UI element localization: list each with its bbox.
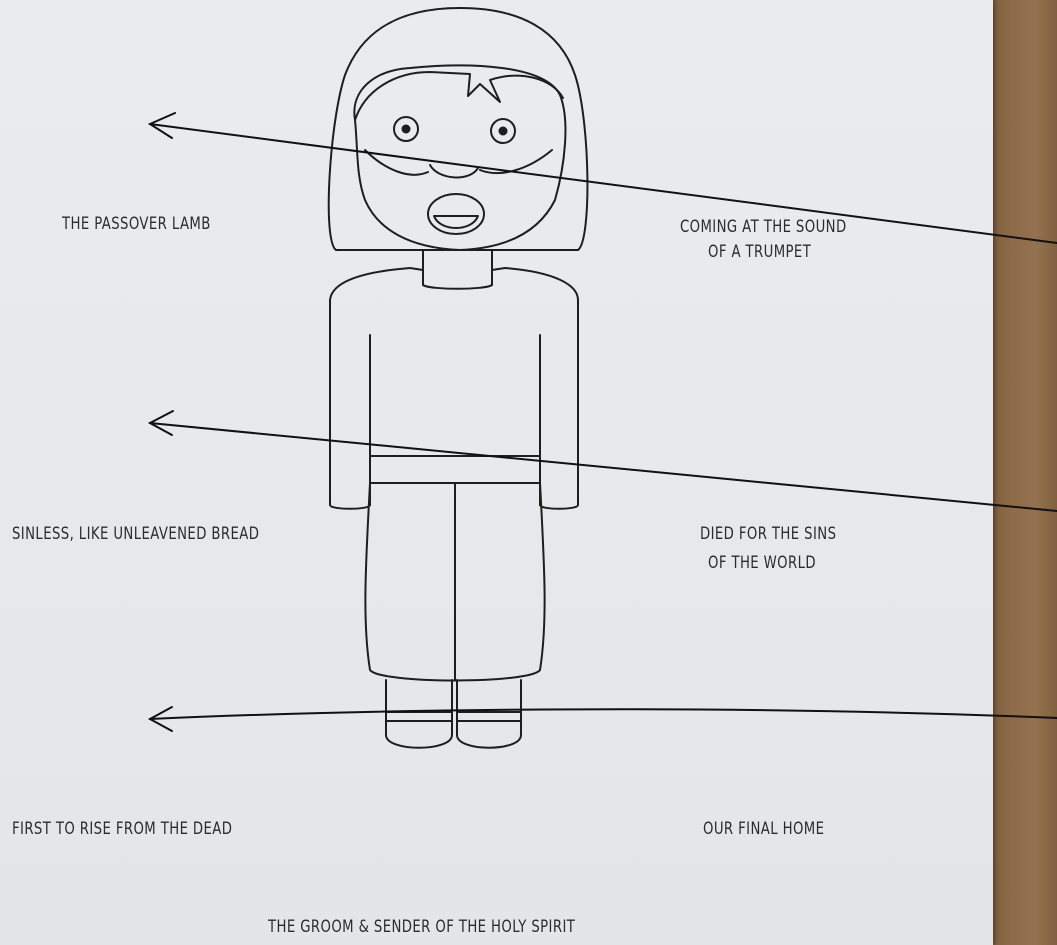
label-died-sins-1: DIED FOR THE SINS [700, 522, 836, 546]
label-passover-lamb: THE PASSOVER LAMB [62, 212, 211, 236]
arrow-line-1 [150, 124, 1057, 243]
label-groom-spirit: THE GROOM & SENDER OF THE HOLY SPIRIT [268, 915, 575, 939]
label-coming-trumpet-1: COMING AT THE SOUND [680, 215, 847, 239]
neck [423, 250, 492, 289]
face-outline [354, 65, 565, 250]
beard-outline [365, 150, 552, 175]
left-foot [386, 680, 452, 748]
label-sinless: SINLESS, LIKE UNLEAVENED BREAD [12, 522, 259, 546]
arrow-line-2 [150, 423, 1057, 511]
label-first-rise: FIRST TO RISE FROM THE DEAD [12, 817, 232, 841]
label-coming-trumpet-2: OF A TRUMPET [708, 240, 811, 264]
belt [370, 456, 540, 483]
hair-fringe [355, 72, 563, 120]
label-died-sins-2: OF THE WORLD [708, 551, 816, 575]
arrow-line-3 [150, 709, 1057, 719]
right-foot [457, 680, 521, 748]
hair-outline [329, 8, 588, 250]
label-final-home: OUR FINAL HOME [703, 817, 824, 841]
